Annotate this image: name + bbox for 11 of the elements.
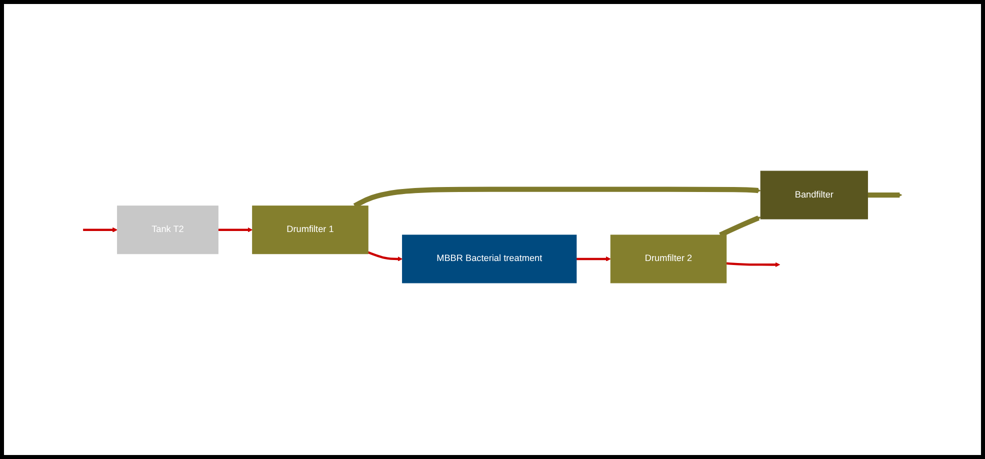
arrow — [218, 227, 253, 232]
arrow — [726, 262, 780, 268]
node-box: Drumfilter 1 — [252, 206, 368, 254]
node-box: Bandfilter — [760, 170, 868, 220]
arrow — [368, 251, 403, 262]
arrow — [83, 227, 118, 232]
node-box: Drumfilter 2 — [610, 234, 727, 284]
arrow — [576, 256, 611, 262]
arrow — [868, 192, 902, 198]
node-box: MBBR Bacterial treatment — [402, 234, 577, 284]
arrow — [719, 216, 761, 238]
